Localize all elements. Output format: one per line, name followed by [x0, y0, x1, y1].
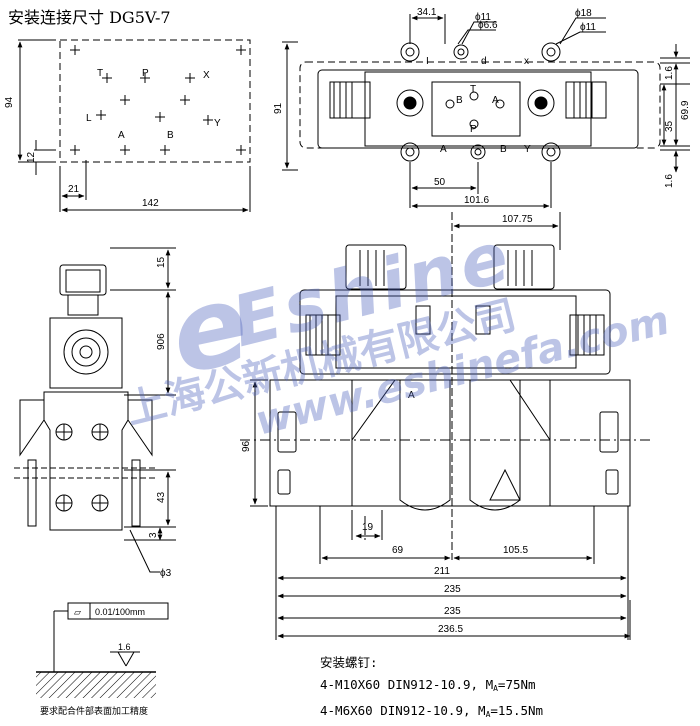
dim-width-142: 142: [142, 198, 159, 209]
front-pilot-section: [299, 289, 611, 375]
dim-91: 91: [273, 102, 284, 114]
label-i: I: [426, 56, 429, 67]
bolt-heading: 安装螺钉:: [320, 655, 378, 670]
label-x: x: [524, 56, 529, 67]
port-label-x: X: [203, 70, 210, 81]
port-label-a: A: [118, 130, 125, 141]
label-b-top: B: [456, 95, 463, 106]
port-label-b: B: [167, 130, 174, 141]
valve-side-view: [14, 247, 176, 573]
dim-105-5: 105.5: [503, 545, 528, 556]
port-label-y: Y: [214, 118, 221, 129]
dim-101-6: 101.6: [464, 195, 489, 206]
dim-phi3: ϕ3: [160, 568, 172, 579]
valve-front-view: [240, 212, 650, 640]
dim-1-6-bottom: 1.6: [664, 174, 675, 188]
front-left-connector: [345, 244, 407, 290]
valve-top-view: [282, 14, 690, 209]
port-label-p: P: [142, 68, 149, 79]
drawing-title: 安装连接尺寸 DG5V-7: [8, 8, 171, 27]
dim-3: 3: [148, 532, 159, 538]
side-main-body: [43, 391, 129, 531]
mounting-plate-outline: [59, 39, 251, 163]
dim-107-75: 107.75: [502, 214, 533, 225]
surface-requirement-note: 要求配合件部表面加工精度: [40, 707, 149, 717]
dim-height-94: 94: [4, 96, 15, 108]
dim-phi11-a: ϕ11: [475, 12, 491, 23]
bolt-line-1: 4-M10X60 DIN912-10.9, MA=75Nm: [320, 677, 536, 693]
dim-235-a: 235: [444, 584, 461, 595]
left-solenoid: [329, 81, 371, 119]
front-right-connector: [493, 244, 555, 290]
label-y: Y: [524, 144, 531, 155]
bolt-hole-bottom-right: [541, 142, 561, 162]
dim-50: 50: [434, 177, 446, 188]
label-d: d: [481, 56, 487, 67]
bolt-line-2: 4-M6X60 DIN912-10.9, MA=15.5Nm: [320, 703, 544, 719]
bolt-hole-top-right: [541, 42, 561, 62]
surface-hatching: [36, 672, 156, 698]
dim-211: 211: [434, 566, 450, 577]
dim-43: 43: [156, 491, 167, 503]
dim-15: 15: [156, 256, 167, 268]
dim-phi18: ϕ18: [575, 8, 592, 19]
bolt-hole-crosses: [70, 45, 246, 155]
flatness-tolerance: 0.01/100mm: [95, 607, 145, 617]
label-p: P: [470, 124, 477, 135]
dim-69: 69: [392, 545, 404, 556]
mounting-pattern-view: [17, 39, 251, 213]
roughness-value: 1.6: [118, 642, 131, 652]
label-t: T: [470, 84, 476, 95]
side-pilot-body: [49, 317, 123, 389]
dim-1-6-top: 1.6: [664, 66, 675, 80]
front-label-a: A: [408, 390, 415, 401]
dim-235-b: 235: [444, 606, 461, 617]
bolt-hole-top-left: [400, 42, 420, 62]
flatness-callout: [36, 602, 169, 698]
dim-69-9: 69.9: [680, 100, 691, 120]
flatness-symbol: ⏥: [74, 607, 81, 617]
dim-906: 906: [156, 333, 167, 350]
dim-236-5: 236.5: [438, 624, 463, 635]
dim-35: 35: [664, 120, 675, 132]
label-b-bottom: B: [500, 144, 507, 155]
dim-34-1: 34.1: [417, 7, 437, 18]
dim-small-12: 12: [26, 151, 37, 163]
port-label-l: L: [86, 113, 92, 124]
dim-19: 19: [362, 522, 374, 533]
bolt-notes: 安装螺钉: 4-M10X60 DIN912-10.9, MA=75Nm 4-M6…: [320, 652, 543, 726]
bolt-hole-bottom-left: [400, 142, 420, 162]
dim-offset-21: 21: [68, 184, 80, 195]
label-a-bottom: A: [440, 144, 447, 155]
port-label-t: T: [97, 68, 103, 79]
dim-96: 96: [241, 440, 252, 452]
dim-phi6-6: ϕ6.6: [478, 20, 498, 31]
label-a-top: A: [492, 95, 499, 106]
dim-phi11-b: ϕ11: [580, 22, 596, 33]
